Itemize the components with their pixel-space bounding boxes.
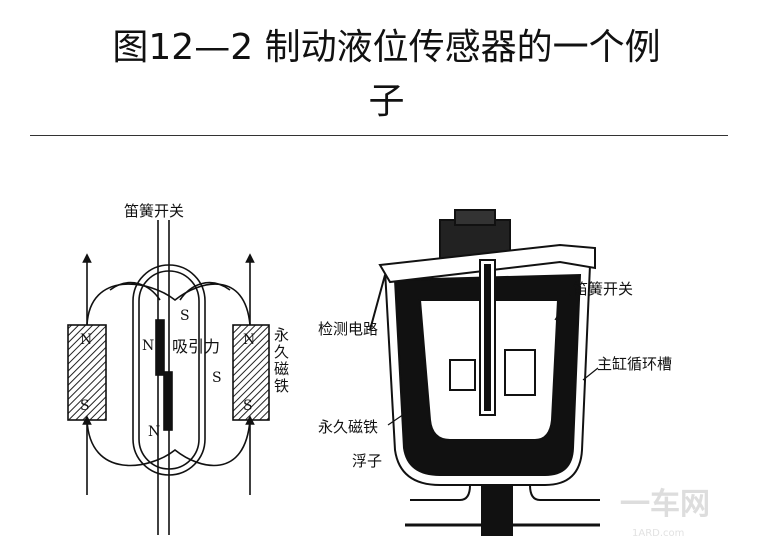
left-magnet-s-pole: S [80,398,90,414]
slide-title-line2: 子 [368,81,405,122]
watermark: 一车网 [620,487,710,522]
reed-upper-s-pole: S [180,308,190,324]
reed-upper-n-pole: N [142,338,155,354]
reed-lower-n-pole: N [148,424,161,440]
reed-contact-upper [155,319,165,376]
right-magnet-n-pole: N [243,332,256,348]
watermark-sub: 1ARD.com [632,528,685,539]
float-label: 浮子 [352,452,383,470]
reed-contact-lower [163,371,173,431]
reed-lower-s-pole: S [212,370,222,386]
detect-circuit-label: 检测电路 [318,320,379,338]
right-magnet-s-pole: S [243,398,253,414]
left-magnet-n-pole: N [80,332,93,348]
right-reed-switch-label: 笛簧开关 [573,280,634,298]
slide-title-line1: 图12—2 制动液位传感器的一个例 [112,27,661,68]
right-magnet-label: 永久磁铁 [318,418,379,436]
fluid-level-sensor-cutaway [369,209,600,536]
reed-switch-principle-diagram [67,220,270,535]
left-magnet-label: 永久磁铁 [272,327,290,395]
reservoir-label: 主缸循环槽 [597,355,673,373]
title-divider [30,135,728,136]
right-magnet [232,324,270,421]
field-line [86,419,251,467]
attraction-label: 吸引力 [172,337,221,356]
field-line [86,283,251,326]
left-reed-switch-label: 笛簧开关 [124,202,185,220]
